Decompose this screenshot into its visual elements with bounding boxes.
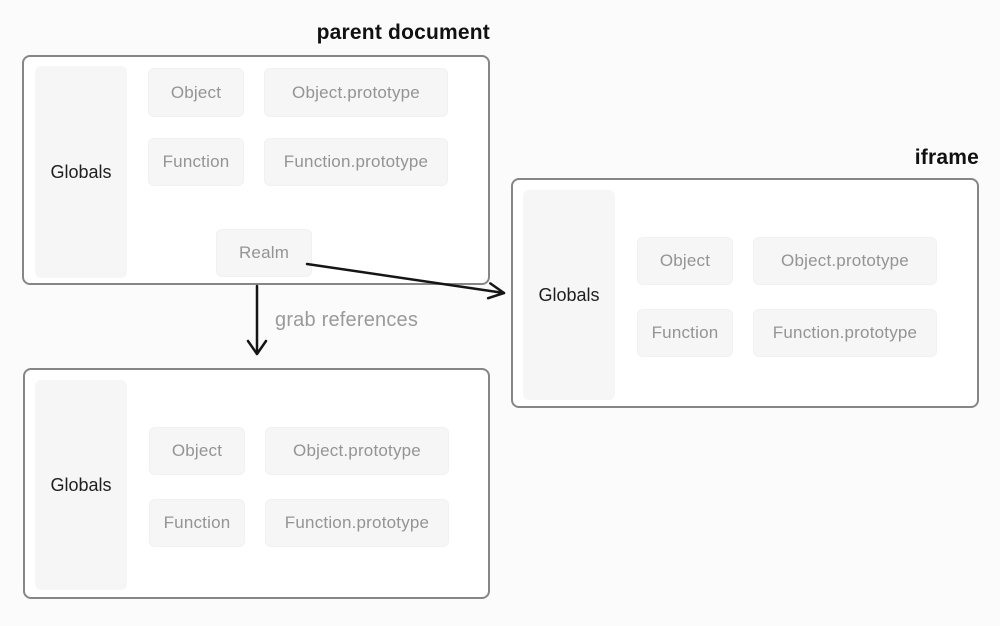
copy-function-prototype-node: Function.prototype: [265, 499, 449, 547]
iframe-box: Globals Object Object.prototype Function…: [511, 178, 979, 408]
iframe-object-prototype-node: Object.prototype: [753, 237, 937, 285]
parent-function-node: Function: [148, 138, 244, 186]
iframe-function-node: Function: [637, 309, 733, 357]
copy-globals-node: Globals: [35, 380, 127, 590]
iframe-globals-node: Globals: [523, 190, 615, 400]
grabbed-references-box: Globals Object Object.prototype Function…: [23, 368, 490, 599]
grab-references-arrow: [246, 284, 268, 356]
parent-document-title: parent document: [316, 21, 490, 44]
parent-object-prototype-node: Object.prototype: [264, 68, 448, 117]
parent-function-prototype-node: Function.prototype: [264, 138, 448, 186]
copy-object-prototype-node: Object.prototype: [265, 427, 449, 475]
parent-document-box: Globals Object Object.prototype Function…: [22, 55, 490, 285]
parent-object-node: Object: [148, 68, 244, 117]
copy-object-node: Object: [149, 427, 245, 475]
iframe-function-prototype-node: Function.prototype: [753, 309, 937, 357]
copy-function-node: Function: [149, 499, 245, 547]
parent-realm-node: Realm: [216, 229, 312, 277]
iframe-title: iframe: [914, 146, 979, 169]
parent-globals-node: Globals: [35, 66, 127, 278]
iframe-object-node: Object: [637, 237, 733, 285]
grab-references-label: grab references: [275, 309, 419, 331]
